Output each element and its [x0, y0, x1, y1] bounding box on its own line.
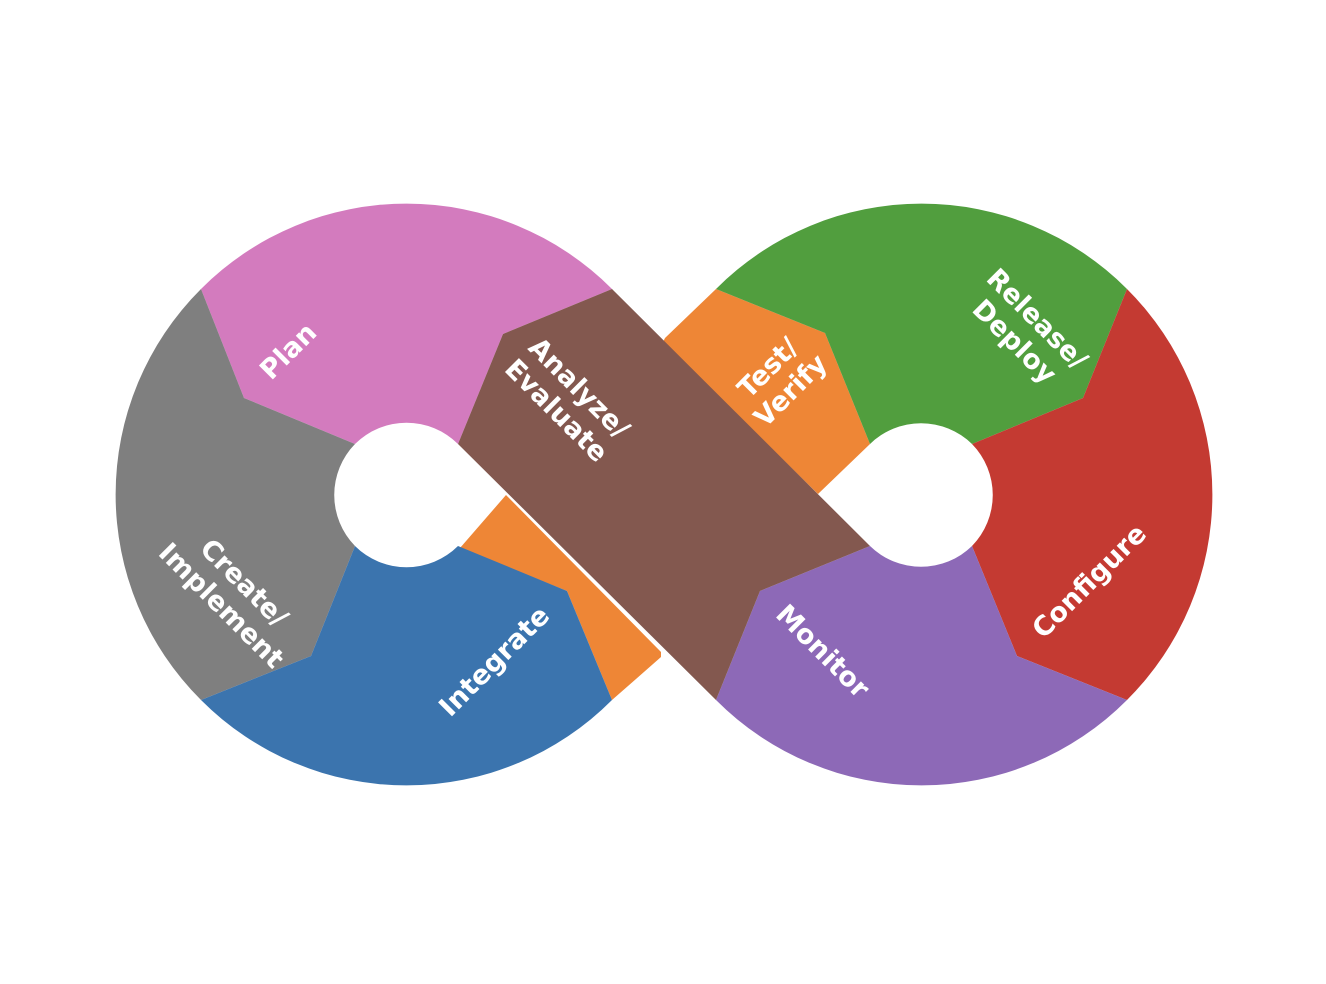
segment-create-implement-shape — [115, 289, 355, 700]
segment-integrate-shape — [201, 546, 612, 786]
segment-configure-shape — [972, 289, 1213, 700]
segment-test-verify-shape — [663, 289, 870, 494]
segment-plan-shape — [201, 203, 612, 444]
segment-release-deploy-shape — [716, 203, 1127, 444]
segment-analyze-evaluate-shape — [458, 289, 870, 700]
segment-test-verify-lower-shape — [460, 495, 661, 700]
segment-monitor-shape — [716, 546, 1127, 786]
